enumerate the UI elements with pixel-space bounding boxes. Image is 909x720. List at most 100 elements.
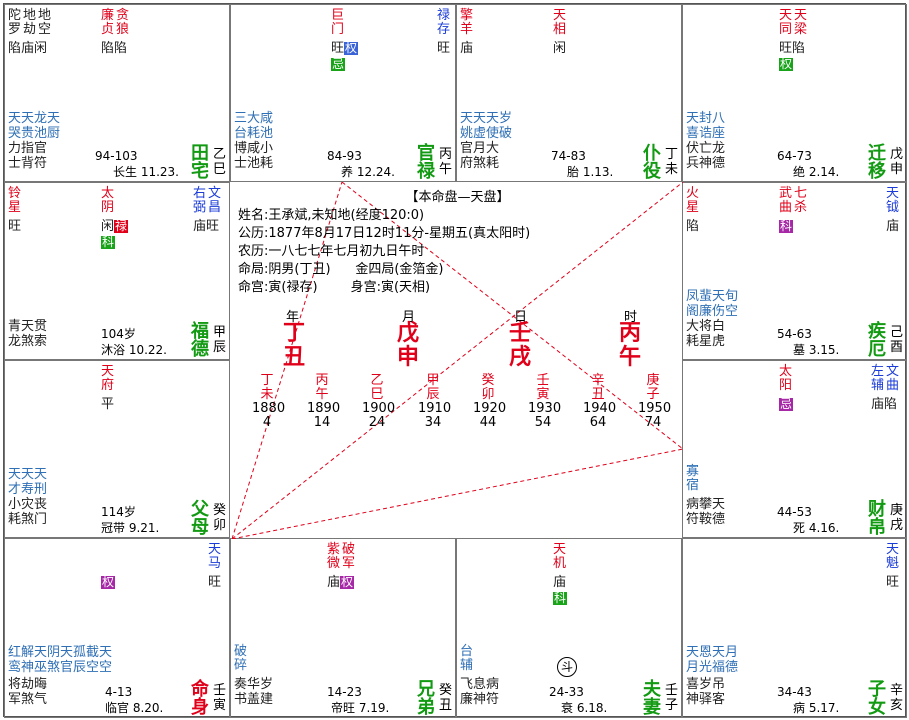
star-ziwei: 紫微 [327, 542, 341, 571]
palace-zi[interactable]: 天机 庙 科 台辅 斗 飞息病廉神符 24-33 衰 6.18. 夫妻 壬子 [456, 538, 682, 718]
brightness: 陷庙闲 [8, 41, 48, 56]
star-youbi: 右弼 [193, 186, 207, 215]
gods: 力指官士背符 [8, 141, 48, 171]
pillar-label-day: 日 [514, 310, 528, 325]
palace-wu[interactable]: 巨门 旺权 忌 禄存 旺 三大咸台耗池 博咸小士池耗 84-93 养 12.24… [230, 4, 456, 182]
age-range: 94-103 [95, 149, 138, 163]
brightness: 旺陷 [779, 41, 806, 56]
brightness: 庙 [553, 575, 567, 590]
lingxing-brightness: 旺 [8, 219, 22, 234]
palace-you[interactable]: 火星 陷 武曲 七杀 科 天钺 庙 凤蜚天旬阁廉伤空 大将白耗星虎 54-63 … [682, 182, 907, 360]
star-wenqu: 文曲 [886, 364, 900, 393]
brightness: 旺权 [331, 41, 359, 56]
palace-stem: 癸丑 [439, 683, 453, 713]
minor-stars: 三大咸台耗池 [234, 111, 274, 141]
star-tanlang: 贪狼 [116, 8, 130, 37]
palace-stem: 庚戌 [890, 503, 904, 533]
right-brightness: 庙 [886, 219, 900, 234]
star-tianxiang: 天相 [553, 8, 567, 37]
palace-xu[interactable]: 太阳 忌 左辅 文曲 庙陷 寡宿 病攀天符鞍德 44-53 死 4.16. 财帛… [682, 360, 907, 538]
star-jumen: 巨门 [331, 8, 345, 37]
center-panel: 【本命盘—天盘】 姓名:王承斌,未知地(经度120:0) 公历:1877年8月1… [232, 182, 683, 539]
info-ju: 命局:阴男(丁丑) 金四局(金箔金) [238, 262, 444, 277]
stage: 沐浴 10.22. [101, 343, 167, 357]
palace-stem: 戊申 [890, 147, 904, 177]
age-range: 34-43 [777, 685, 812, 699]
palace-name: 福德 [191, 321, 209, 360]
palace-name: 田宅 [191, 143, 209, 182]
star-pojun: 破军 [342, 542, 356, 571]
age-range: 4-13 [105, 685, 133, 699]
info-solar: 公历:1877年8月17日12时11分-星期五(真太阳时) [238, 226, 531, 241]
hua-ke: 科 [779, 219, 794, 233]
hua-ke: 科 [101, 235, 116, 249]
palace-stem: 己酉 [890, 325, 904, 355]
hua-ji: 忌 [779, 397, 794, 411]
gods: 病攀天符鞍德 [686, 497, 726, 527]
gods: 飞息病廉神符 [460, 677, 500, 707]
star-taiyang: 太阳 [779, 364, 793, 393]
age-range: 64-73 [777, 149, 812, 163]
star-dikong: 地空 [38, 8, 52, 37]
star-tianji: 天机 [553, 542, 567, 571]
palace-stem: 壬子 [665, 683, 679, 713]
star-lianzhen: 廉贞 [101, 8, 115, 37]
age-range: 74-83 [551, 149, 586, 163]
palace-name: 财帛 [868, 499, 886, 538]
right-brightness: 庙旺 [193, 219, 220, 234]
info-lunar: 农历:一八七七年七月初九日午时 [238, 244, 425, 259]
star-tiantong: 天同 [779, 8, 793, 37]
palace-stem: 壬寅 [213, 683, 227, 713]
palace-chen[interactable]: 铃星 旺 太阴 闲禄 科 右弼 文昌 庙旺 青天贯龙煞索 104岁 沐浴 10.… [4, 182, 230, 360]
gods: 官月大府煞耗 [460, 141, 500, 171]
minor-stars: 红解天阴天孤截天鸾神巫煞官辰空空 [8, 645, 113, 675]
brightness: 旺 [886, 575, 900, 590]
palace-yin[interactable]: 天马 旺 权 红解天阴天孤截天鸾神巫煞官辰空空 将劫晦军煞气 4-13 临官 8… [4, 538, 230, 718]
gods: 青天贯龙煞索 [8, 319, 48, 349]
age-range: 24-33 [549, 685, 584, 699]
gods: 小灾丧耗煞门 [8, 497, 48, 527]
star-tiankui: 天魁 [886, 542, 900, 571]
palace-chou[interactable]: 紫微 破军 庙权 破碎 奏华岁书盖建 14-23 帝旺 7.19. 兄弟 癸丑 [230, 538, 456, 718]
brightness: 平 [101, 397, 115, 412]
age-range: 54-63 [777, 327, 812, 341]
hua-quan: 权 [779, 57, 794, 71]
stage: 帝旺 7.19. [331, 701, 390, 715]
star-taiyin: 太阴 [101, 186, 115, 215]
palace-name: 疾厄 [868, 321, 886, 360]
star-wuqu: 武曲 [779, 186, 793, 215]
palace-hai[interactable]: 天魁 旺 天恩天月月光福德 喜岁吊神驿客 34-43 病 5.17. 子女 辛亥 [682, 538, 907, 718]
gods: 奏华岁书盖建 [234, 677, 274, 707]
palace-name: 仆役 [643, 143, 661, 182]
minor-stars: 天封八喜诰座 [686, 111, 726, 141]
star-dijie: 地劫 [23, 8, 37, 37]
palace-shen[interactable]: 天同 天梁 旺陷 权 天封八喜诰座 伏亡龙兵神德 64-73 绝 2.14. 迁… [682, 4, 907, 182]
minor-stars: 寡宿 [686, 464, 700, 493]
stage: 养 12.24. [341, 165, 395, 179]
brightness: 闲禄 [101, 219, 129, 234]
star-tianma: 天马 [208, 542, 222, 571]
palace-si[interactable]: 陀罗 地劫 地空 陷庙闲 廉贞 贪狼 陷陷 天天龙天哭贵池厨 力指官士背符 94… [4, 4, 230, 182]
pillar-year: 丁丑 [282, 321, 305, 370]
gods: 喜岁吊神驿客 [686, 677, 726, 707]
star-qisha: 七杀 [794, 186, 808, 215]
age-range: 44-53 [777, 505, 812, 519]
major-brightness: 陷陷 [101, 41, 128, 56]
palace-wei[interactable]: 擎羊 庙 天相 闲 天天天岁姚虚使破 官月大府煞耗 74-83 胎 1.13. … [456, 4, 682, 182]
gods: 大将白耗星虎 [686, 319, 726, 349]
gods: 将劫晦军煞气 [8, 677, 48, 707]
star-tianliang: 天梁 [794, 8, 808, 37]
minor-stars: 凤蜚天旬阁廉伤空 [686, 289, 739, 319]
palace-mao[interactable]: 天府 平 天天天才寿刑 小灾丧耗煞门 114岁 冠带 9.21. 父母 癸卯 [4, 360, 230, 538]
star-lucun: 禄存 [437, 8, 451, 37]
dou-icon: 斗 [557, 657, 577, 677]
star-huoxing: 火星 [686, 186, 700, 215]
aspect-lines [232, 182, 683, 539]
chart-title: 【本命盘—天盘】 [405, 190, 510, 205]
minor-stars: 天天天才寿刑 [8, 467, 48, 497]
